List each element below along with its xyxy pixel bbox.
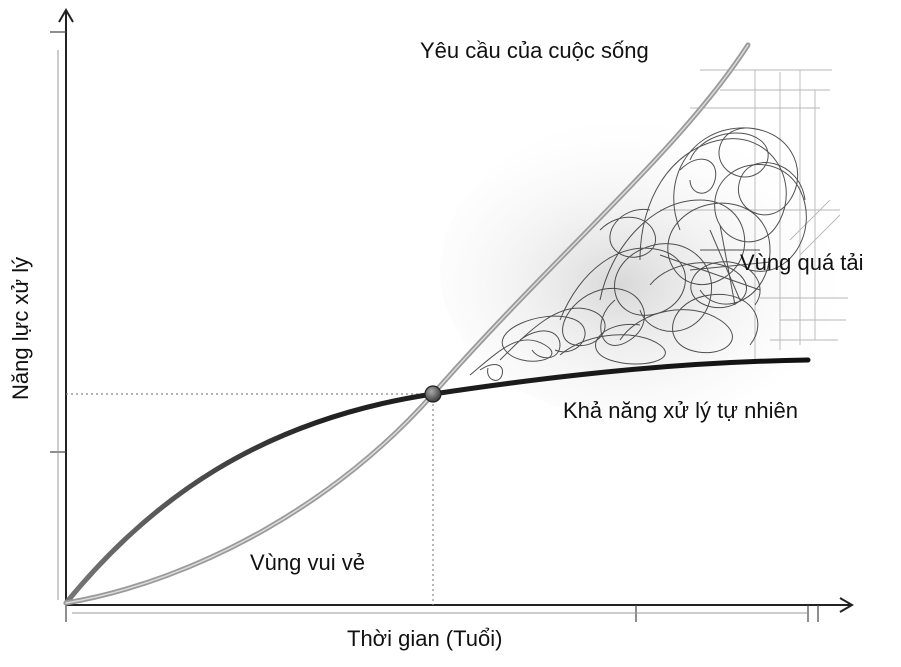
y-axis-arrow-icon: [58, 8, 74, 23]
y-axis-label: Năng lực xử lý: [8, 256, 33, 400]
intersection-guides: [66, 393, 434, 605]
axes: [50, 8, 854, 622]
overload-scribble: [469, 127, 807, 381]
life-demand-label: Yêu cầu của cuộc sống: [420, 38, 649, 63]
happy-zone-label: Vùng vui vẻ: [250, 550, 365, 575]
intersection-point: [424, 385, 442, 403]
x-axis-arrow-icon: [839, 597, 854, 613]
natural-capacity-label: Khả năng xử lý tự nhiên: [563, 398, 798, 423]
x-axis-label: Thời gian (Tuổi): [347, 626, 503, 651]
overload-shading: [440, 120, 840, 420]
overload-zone-label: Vùng quá tải: [740, 250, 864, 275]
